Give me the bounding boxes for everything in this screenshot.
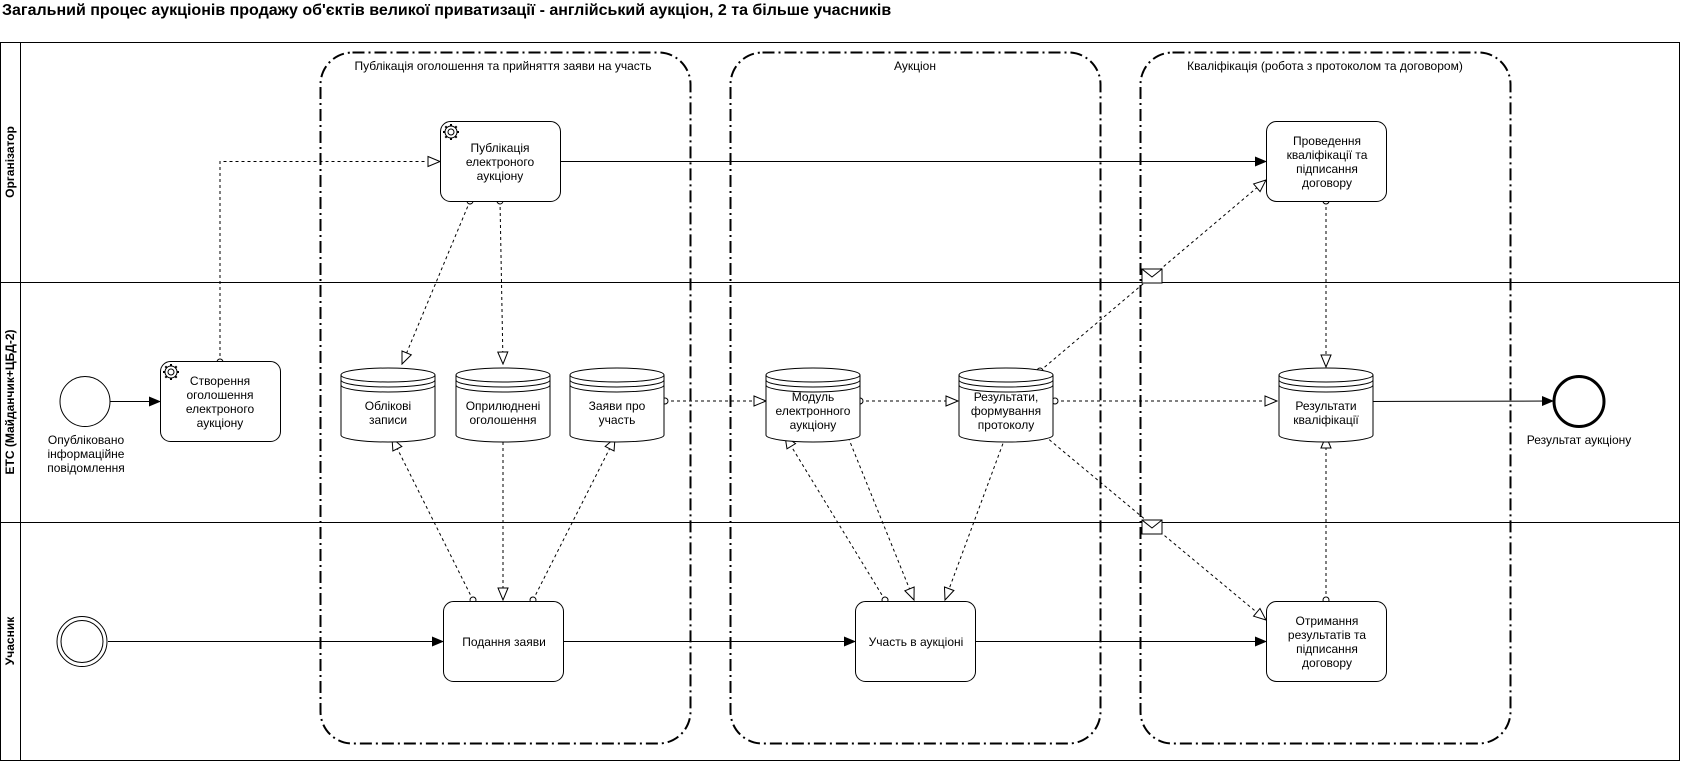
group-title-publication: Публікація оголошення та прийняття заяви… — [354, 59, 652, 73]
diagram-title: Загальний процес аукціонів продажу об'єк… — [2, 2, 892, 19]
store-accounts-shape[interactable] — [340, 367, 436, 443]
end-event[interactable] — [1552, 375, 1606, 428]
group-title-qualification: Кваліфікація (робота з протоколом та дог… — [1187, 59, 1463, 73]
tasks — [160, 121, 1387, 682]
task-receive-box[interactable] — [1266, 601, 1387, 682]
flow-submit-to-applications — [533, 438, 615, 600]
task-participate-box[interactable] — [855, 601, 976, 682]
gear-icon — [443, 124, 459, 140]
flow-module-to-participate — [846, 432, 914, 600]
task-create-box[interactable] — [160, 361, 281, 442]
task-publish-box[interactable] — [440, 121, 561, 202]
envelope-icon — [1141, 268, 1163, 284]
store-auction-module-shape[interactable] — [765, 367, 861, 443]
task-qualify-box[interactable] — [1266, 121, 1387, 202]
store-results-protocol: Результати, формування протоколу — [970, 390, 1042, 432]
store-applications: Заяви про участь — [588, 399, 646, 427]
flow-store-to-end — [1371, 396, 1554, 407]
task-publish[interactable]: Публікація електроного аукціону — [465, 141, 535, 183]
envelope-icon — [1141, 519, 1163, 535]
store-applications-shape[interactable] — [569, 367, 665, 443]
end-event-label: Результат аукціону — [1526, 433, 1632, 447]
task-create[interactable]: Створення оголошення електроного аукціон… — [185, 374, 255, 430]
flow-results-to-participate — [945, 438, 1005, 600]
gear-icon — [163, 364, 179, 380]
start-event[interactable] — [59, 376, 111, 427]
task-submit[interactable]: Подання заяви — [462, 635, 546, 649]
data-stores — [340, 367, 1374, 443]
task-submit-box[interactable] — [443, 601, 564, 682]
lane-label-ets: ЕТС (Майданчик+ЦБД-2) — [3, 329, 17, 475]
start-event-message[interactable] — [56, 616, 108, 667]
start-event-label: Опубліковано інформаційне повідомлення — [47, 433, 125, 475]
flow-results-to-qualify — [1040, 180, 1266, 371]
flow-submit-to-accounts — [392, 438, 473, 600]
task-participate[interactable]: Участь в аукціоні — [868, 635, 964, 649]
store-announcements-shape[interactable] — [455, 367, 551, 443]
store-accounts: Облікові записи — [364, 399, 412, 427]
store-announcements: Оприлюднені оголошення — [465, 399, 541, 427]
flow-participate-to-module — [785, 436, 885, 600]
lane-label-organizer: Організатор — [3, 126, 17, 198]
store-auction-module: Модуль електронного аукціону — [775, 390, 851, 432]
store-results-protocol-shape[interactable] — [958, 367, 1054, 443]
task-qualify[interactable]: Проведення кваліфікації та підписання до… — [1286, 134, 1368, 190]
task-receive[interactable]: Отримання результатів та підписання дого… — [1287, 614, 1367, 670]
store-qualification-results: Результати кваліфікації — [1293, 399, 1359, 427]
group-title-auction: Аукціон — [894, 59, 936, 73]
lane-label-participant: Учасник — [3, 616, 17, 666]
sequence-flows — [108, 156, 1554, 647]
store-qualification-results-shape[interactable] — [1278, 367, 1374, 443]
flow-create-to-publish — [220, 162, 440, 363]
